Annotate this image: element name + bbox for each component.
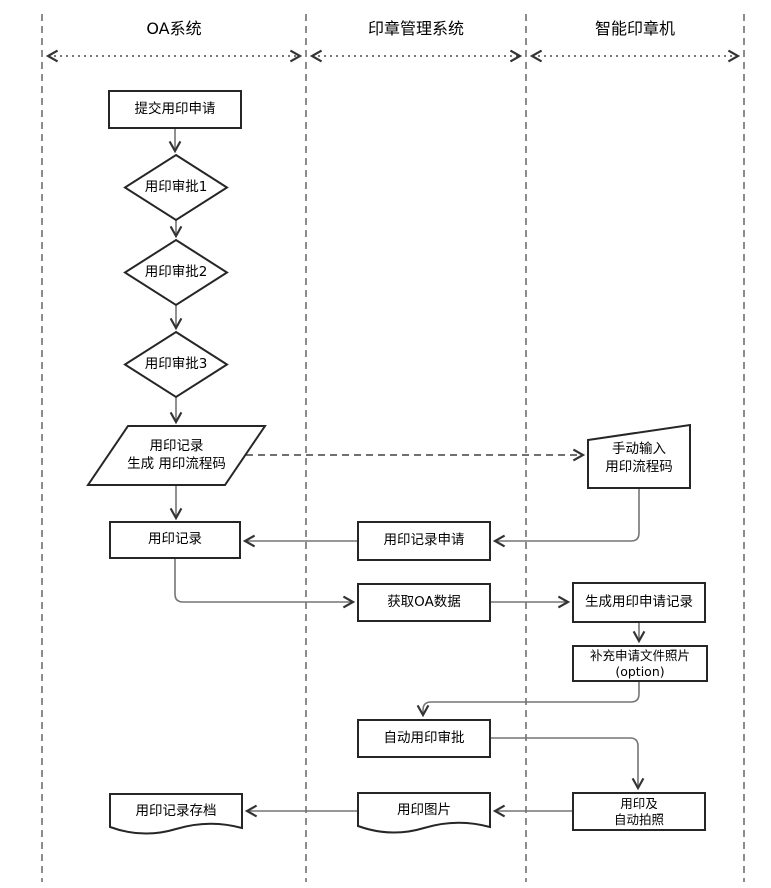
swimlane-header-oa: OA系统 xyxy=(146,18,202,38)
process-record-request-label: 用印记录申请 xyxy=(383,532,465,549)
document-stamp-image xyxy=(357,792,491,834)
process-submit-application-label: 提交用印申请 xyxy=(134,100,216,117)
process-record-label: 用印记录 xyxy=(148,531,202,548)
edge-autoapprove-to-stamp xyxy=(490,737,645,791)
process-record xyxy=(109,521,241,559)
process-supplement-photo-label: 补充申请文件照片(option) xyxy=(589,647,690,679)
process-generate-request-record-label: 生成用印申请记录 xyxy=(585,593,693,610)
decision-approval-2 xyxy=(123,238,229,307)
decision-approval-3 xyxy=(123,330,229,399)
swimlane-header-seal-machine: 智能印章机 xyxy=(594,18,675,38)
manualinput-flow-code-label: 手动输入用印流程码 xyxy=(605,441,673,475)
io-record-generate-code xyxy=(86,425,267,486)
swimlane-header-seal-system: 印章管理系统 xyxy=(367,18,464,38)
edge-record-to-fetchoa xyxy=(174,558,356,609)
process-generate-request-record xyxy=(572,582,706,623)
process-record-request xyxy=(357,521,491,561)
process-auto-approve-label: 自动用印审批 xyxy=(383,729,465,746)
decision-approval-3-label: 用印审批3 xyxy=(144,355,208,372)
document-stamp-image-label: 用印图片 xyxy=(397,802,451,819)
decision-approval-2-label: 用印审批2 xyxy=(144,263,208,280)
process-submit-application xyxy=(108,90,242,129)
decision-approval-1 xyxy=(123,153,229,222)
process-stamp-and-photo-label: 用印及自动拍照 xyxy=(613,795,664,827)
process-fetch-oa-data-label: 获取OA数据 xyxy=(387,593,461,610)
edge-manualinput-to-recordrequest xyxy=(492,488,640,548)
process-stamp-and-photo xyxy=(572,792,706,831)
manualinput-flow-code xyxy=(587,423,691,489)
process-supplement-photo xyxy=(572,645,708,682)
decision-approval-1-label: 用印审批1 xyxy=(144,178,208,195)
document-record-archive-label: 用印记录存档 xyxy=(135,803,217,820)
edge-supplement-to-autoapprove xyxy=(416,681,640,718)
io-record-generate-code-label: 用印记录生成 用印流程码 xyxy=(127,437,226,472)
process-fetch-oa-data xyxy=(357,583,491,622)
document-record-archive xyxy=(109,793,243,835)
process-auto-approve xyxy=(357,719,491,758)
